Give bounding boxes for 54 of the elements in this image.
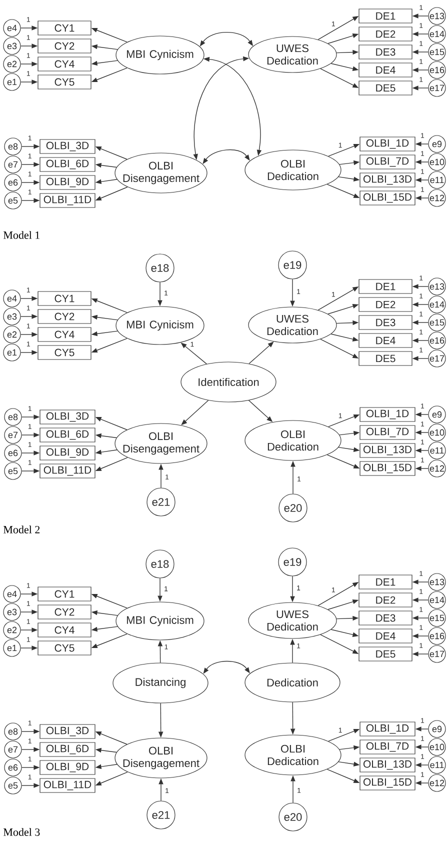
indicator-box: CY5 — [38, 640, 92, 656]
indicator-box: DE2 — [358, 592, 412, 608]
indicator-box: DE1 — [358, 574, 412, 590]
indicator-box: OLBI_11D — [40, 464, 96, 478]
indicator-box: CY2 — [38, 604, 92, 620]
indicator-box: DE3 — [358, 610, 412, 626]
indicator-box: OLBI_1D — [360, 407, 416, 422]
indicator-box: OLBI_13D — [360, 172, 416, 188]
indicator-box: CY2 — [38, 38, 92, 54]
indicator-box: OLBI_6D — [40, 742, 96, 757]
indicator-box: OLBI_6D — [40, 428, 96, 442]
indicator-box: CY1 — [38, 291, 92, 306]
indicator-box: DE5 — [358, 646, 412, 662]
caption: Model 2 — [4, 526, 40, 534]
indicator-box: OLBI_9D — [40, 175, 96, 190]
indicator-box: DE1 — [358, 8, 412, 24]
indicator-box: OLBI_6D — [40, 157, 96, 172]
indicator-box: CY4 — [38, 622, 92, 638]
indicator-box: DE3 — [358, 315, 412, 330]
indicator-box: OLBI_9D — [40, 760, 96, 775]
indicator-box: CY5 — [38, 345, 92, 360]
indicator-box: OLBI_7D — [360, 425, 416, 440]
indicator-box: OLBI_9D — [40, 446, 96, 460]
indicator-box: DE4 — [358, 628, 412, 644]
caption: Model 3 — [4, 828, 40, 836]
caption: Model 1 — [4, 231, 40, 239]
indicator-box: OLBI_7D — [360, 740, 416, 754]
indicator-box: CY4 — [38, 56, 92, 72]
indicator-box: OLBI_3D — [40, 410, 96, 424]
indicator-box: OLBI_1D — [360, 722, 416, 736]
indicator-box: DE3 — [358, 44, 412, 60]
indicator-box: DE4 — [358, 333, 412, 348]
indicator-box: OLBI_15D — [360, 776, 416, 790]
indicator-box: CY5 — [38, 74, 92, 90]
indicator-box: CY4 — [38, 327, 92, 342]
indicator-box: DE2 — [358, 297, 412, 312]
indicator-box: OLBI_1D — [360, 136, 416, 152]
indicator-box: OLBI_15D — [360, 190, 416, 206]
indicator-box: OLBI_11D — [40, 778, 96, 793]
indicator-box: DE4 — [358, 62, 412, 78]
indicator-box: OLBI_3D — [40, 139, 96, 154]
indicator-box: OLBI_3D — [40, 724, 96, 739]
indicator-box: OLBI_13D — [360, 758, 416, 772]
indicator-box: CY1 — [38, 20, 92, 36]
indicator-box: CY2 — [38, 309, 92, 324]
indicator-box: OLBI_11D — [40, 193, 96, 208]
indicator-box: DE1 — [358, 279, 412, 294]
indicator-box: DE5 — [358, 80, 412, 96]
indicator-box: CY1 — [38, 586, 92, 602]
indicator-box: OLBI_7D — [360, 154, 416, 170]
indicator-box: OLBI_15D — [360, 461, 416, 476]
indicator-box: DE2 — [358, 26, 412, 42]
indicator-box: OLBI_13D — [360, 443, 416, 458]
indicator-box: DE5 — [358, 351, 412, 366]
